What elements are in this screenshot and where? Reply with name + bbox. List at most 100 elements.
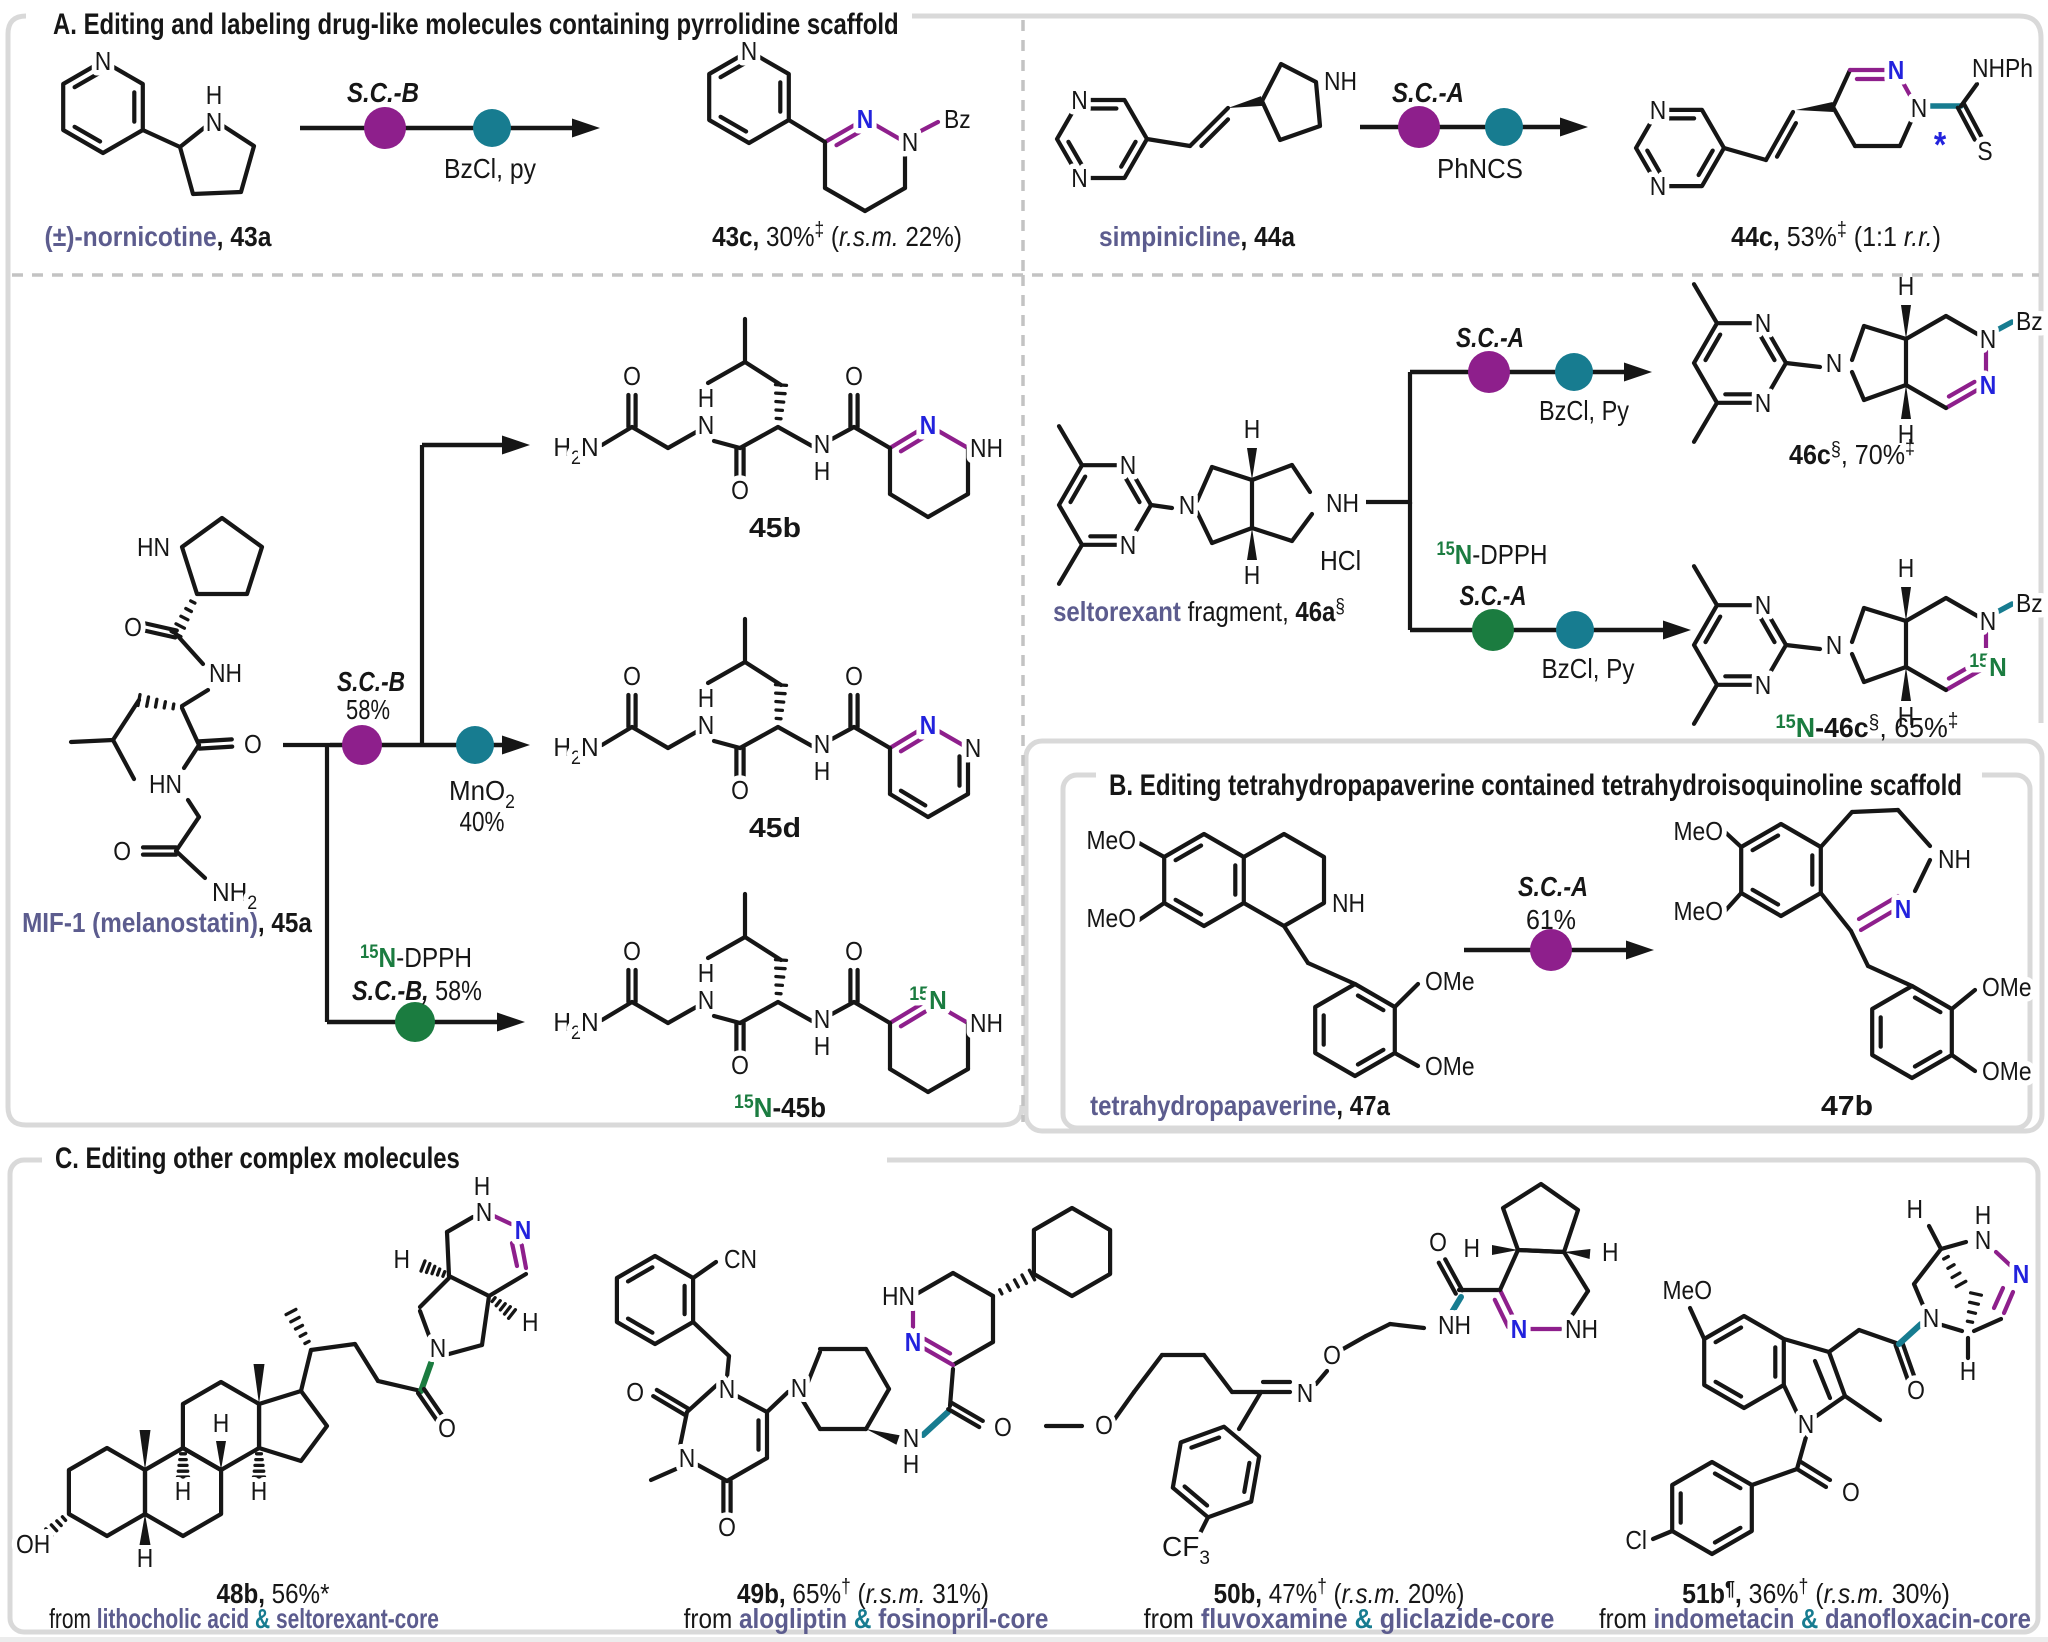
svg-text:15N-46c§, 65%‡: 15N-46c§, 65%‡	[1776, 710, 1959, 744]
svg-text:BzCl, py: BzCl, py	[444, 153, 537, 185]
svg-text:N: N	[920, 412, 937, 441]
svg-text:O: O	[731, 777, 749, 806]
svg-text:NH: NH	[970, 435, 1003, 464]
svg-text:N: N	[1975, 1227, 1992, 1256]
svg-text:H: H	[1898, 421, 1915, 450]
svg-text:OMe: OMe	[1982, 1058, 2032, 1087]
svg-text:N: N	[679, 1445, 696, 1474]
svg-text:HN: HN	[149, 771, 182, 800]
svg-text:S.C.-A: S.C.-A	[1456, 323, 1524, 354]
svg-text:H: H	[1975, 1202, 1992, 1231]
svg-text:15N-45b: 15N-45b	[734, 1090, 826, 1123]
svg-text:N: N	[814, 431, 831, 460]
svg-text:N: N	[1071, 165, 1088, 194]
svg-text:H: H	[698, 385, 715, 414]
svg-text:B. Editing tetrahydropapaveri: B. Editing tetrahydropapaverine containe…	[1109, 767, 1962, 801]
svg-text:N: N	[476, 1199, 493, 1228]
svg-text:N: N	[1798, 1411, 1815, 1440]
svg-text:N: N	[1888, 57, 1905, 86]
svg-text:NH: NH	[970, 1010, 1003, 1039]
svg-text:NH: NH	[1326, 490, 1359, 519]
svg-text:HN: HN	[882, 1283, 915, 1312]
svg-text:N: N	[791, 1375, 808, 1404]
svg-text:Cl: Cl	[1625, 1527, 1647, 1556]
svg-text:O: O	[845, 363, 863, 392]
svg-text:N: N	[1980, 372, 1997, 401]
svg-text:50b, 47%† (r.s.m. 20%): 50b, 47%† (r.s.m. 20%)	[1214, 1575, 1465, 1610]
svg-text:H: H	[213, 1410, 230, 1439]
svg-text:OMe: OMe	[1425, 968, 1475, 997]
svg-text:O: O	[626, 1379, 644, 1408]
svg-text:BzCl, Py: BzCl, Py	[1539, 396, 1629, 426]
svg-text:N: N	[1755, 592, 1772, 621]
svg-text:NH: NH	[1438, 1312, 1471, 1341]
svg-text:MeO: MeO	[1673, 818, 1723, 847]
svg-text:NH: NH	[1938, 846, 1971, 875]
svg-text:C. Editing other complex molec: C. Editing other complex molecules	[55, 1140, 460, 1174]
svg-text:H: H	[393, 1246, 410, 1275]
svg-text:48b, 56%*: 48b, 56%*	[217, 1577, 330, 1609]
svg-text:H: H	[137, 1545, 154, 1574]
svg-text:O: O	[113, 838, 131, 867]
svg-text:HCl: HCl	[1320, 545, 1361, 577]
svg-text:seltorexant fragment, 46a§: seltorexant fragment, 46a§	[1053, 595, 1345, 628]
svg-text:N: N	[920, 712, 937, 741]
svg-text:O: O	[623, 363, 641, 392]
svg-text:A. Editing and labeling drug-l: A. Editing and labeling drug-like molecu…	[53, 6, 899, 40]
svg-text:N: N	[857, 106, 874, 135]
svg-text:N: N	[2013, 1261, 2030, 1290]
svg-text:H: H	[522, 1309, 539, 1338]
svg-text:N: N	[1980, 608, 1997, 637]
svg-text:N: N	[905, 1329, 922, 1358]
svg-text:O: O	[124, 614, 142, 643]
svg-text:H: H	[1898, 703, 1915, 732]
svg-text:40%: 40%	[460, 807, 505, 838]
svg-text:O: O	[1842, 1479, 1860, 1508]
svg-text:S.C.-B: S.C.-B	[347, 76, 419, 108]
svg-text:H: H	[1602, 1239, 1619, 1268]
svg-text:N: N	[1911, 95, 1928, 124]
svg-text:N: N	[515, 1217, 532, 1246]
svg-text:from indometacin & danofloxac: from indometacin & danofloxacin-core	[1599, 1602, 2031, 1634]
svg-text:N: N	[1511, 1316, 1528, 1345]
svg-text:N: N	[1980, 326, 1997, 355]
svg-text:O: O	[731, 1052, 749, 1081]
svg-text:51b¶, 36%† (r.s.m. 30%): 51b¶, 36%† (r.s.m. 30%)	[1682, 1576, 1950, 1609]
svg-text:MIF-1 (melanostatin), 45a: MIF-1 (melanostatin), 45a	[22, 906, 312, 938]
svg-text:MeO: MeO	[1673, 898, 1723, 927]
svg-text:N: N	[814, 731, 831, 760]
svg-text:45b: 45b	[749, 513, 801, 544]
svg-text:NH: NH	[209, 660, 242, 689]
svg-text:N: N	[430, 1335, 447, 1364]
svg-text:OMe: OMe	[1982, 974, 2032, 1003]
svg-text:N: N	[1923, 1305, 1940, 1334]
svg-text:H: H	[698, 685, 715, 714]
svg-text:O: O	[994, 1414, 1012, 1443]
svg-text:(±)-nornicotine, 43a: (±)-nornicotine, 43a	[45, 221, 272, 253]
svg-text:O: O	[623, 663, 641, 692]
svg-text:OMe: OMe	[1425, 1053, 1475, 1082]
svg-text:H2N: H2N	[553, 433, 598, 468]
svg-text:46c§, 70%‡: 46c§, 70%‡	[1789, 437, 1915, 470]
svg-text:N: N	[903, 1425, 920, 1454]
svg-text:O: O	[1907, 1377, 1925, 1406]
svg-text:H: H	[1906, 1196, 1923, 1225]
svg-text:N: N	[1650, 97, 1667, 126]
svg-text:47b: 47b	[1821, 1091, 1873, 1122]
svg-text:NH2: NH2	[212, 878, 257, 913]
svg-text:61%: 61%	[1526, 904, 1576, 936]
svg-text:15N-DPPH: 15N-DPPH	[360, 941, 472, 973]
svg-text:N: N	[1755, 672, 1772, 701]
svg-text:N: N	[965, 735, 982, 764]
svg-text:O: O	[731, 477, 749, 506]
svg-text:H: H	[1898, 555, 1915, 584]
svg-text:45d: 45d	[749, 813, 801, 844]
svg-text:BzCl, Py: BzCl, Py	[1542, 652, 1636, 684]
svg-text:H: H	[903, 1451, 920, 1480]
svg-text:O: O	[623, 938, 641, 967]
svg-text:O: O	[1095, 1412, 1113, 1441]
svg-text:simpinicline, 44a: simpinicline, 44a	[1099, 220, 1295, 252]
svg-text:N: N	[1895, 896, 1912, 925]
svg-text:H: H	[698, 960, 715, 989]
svg-text:H: H	[474, 1173, 491, 1202]
